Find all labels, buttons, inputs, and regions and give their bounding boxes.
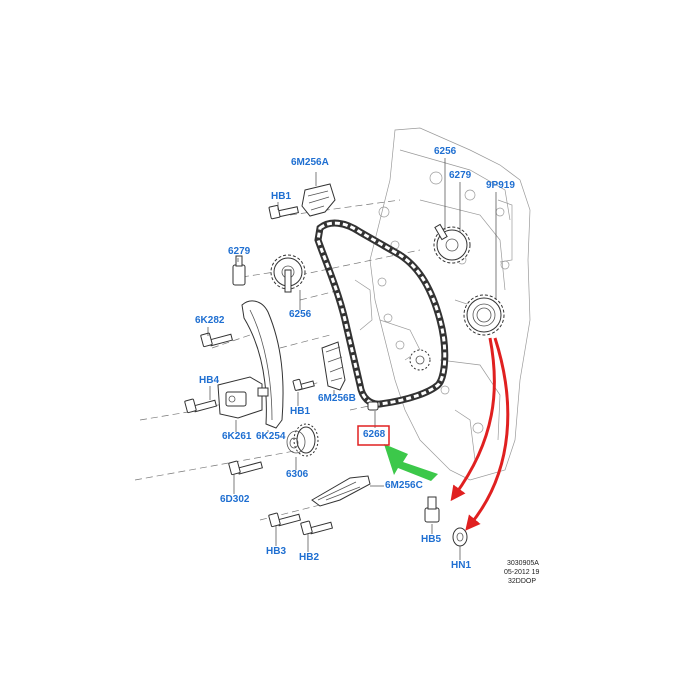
bolt-hb3[interactable] <box>268 512 302 528</box>
reference-code: 3030905A <box>507 560 539 567</box>
sprocket-6256-left[interactable] <box>270 254 306 293</box>
bolt-hb2[interactable] <box>300 520 334 536</box>
sprocket-inner <box>409 349 431 371</box>
label-hb1-mid[interactable]: HB1 <box>290 406 311 417</box>
label-hb4[interactable]: HB4 <box>199 375 220 386</box>
bolt-hb4[interactable] <box>184 398 218 414</box>
label-6k282[interactable]: 6K282 <box>195 315 225 326</box>
leader-lines <box>207 158 497 560</box>
label-hn1[interactable]: HN1 <box>451 560 472 571</box>
bolt-hb1-mid[interactable] <box>292 378 315 391</box>
label-6306[interactable]: 6306 <box>286 469 309 480</box>
sprocket-6256-right[interactable] <box>433 223 471 264</box>
label-hb5[interactable]: HB5 <box>421 534 442 545</box>
label-6m256a[interactable]: 6M256A <box>291 157 329 168</box>
chain-guide-6m256b[interactable] <box>321 341 346 391</box>
label-6256-left[interactable]: 6256 <box>289 309 312 320</box>
reference-date: 05-2012 19 <box>504 569 540 576</box>
bolt-hb5[interactable] <box>424 496 440 523</box>
bolt-6279-left[interactable] <box>232 255 246 286</box>
label-hb3[interactable]: HB3 <box>266 546 287 557</box>
label-6k254[interactable]: 6K254 <box>256 431 286 442</box>
label-9p919[interactable]: 9P919 <box>486 180 515 191</box>
label-6d302[interactable]: 6D302 <box>220 494 250 505</box>
label-6k261[interactable]: 6K261 <box>222 431 252 442</box>
label-6268[interactable]: 6268 <box>363 429 386 440</box>
label-hb1-top[interactable]: HB1 <box>271 191 292 202</box>
sprocket-9p919[interactable] <box>463 294 505 336</box>
tensioner-arm-6k254[interactable] <box>241 300 284 429</box>
chain-link-6268[interactable] <box>367 401 379 411</box>
label-6279-right[interactable]: 6279 <box>449 170 472 181</box>
bolt-6k282[interactable] <box>200 332 234 348</box>
highlight-box-6268 <box>357 425 390 446</box>
label-6m256c[interactable]: 6M256C <box>385 480 423 491</box>
green-arrow <box>384 444 438 481</box>
upper-chain-guide-6m256a[interactable] <box>301 183 336 217</box>
label-6m256b[interactable]: 6M256B <box>318 393 356 404</box>
bolt-hb1-top[interactable] <box>268 204 299 220</box>
red-arrows <box>450 337 510 531</box>
timing-chain <box>314 219 449 408</box>
nut-hn1[interactable] <box>452 527 468 547</box>
label-hb2[interactable]: HB2 <box>299 552 320 563</box>
label-6279-left[interactable]: 6279 <box>228 246 251 257</box>
label-6256-right[interactable]: 6256 <box>434 146 457 157</box>
bolt-6d302[interactable] <box>228 460 263 476</box>
crank-sprocket-6306[interactable] <box>286 423 319 457</box>
reference-id: 32DDOP <box>508 578 537 585</box>
lower-chain-guide-6m256c[interactable] <box>311 475 371 507</box>
tensioner-6k261[interactable] <box>217 376 269 419</box>
